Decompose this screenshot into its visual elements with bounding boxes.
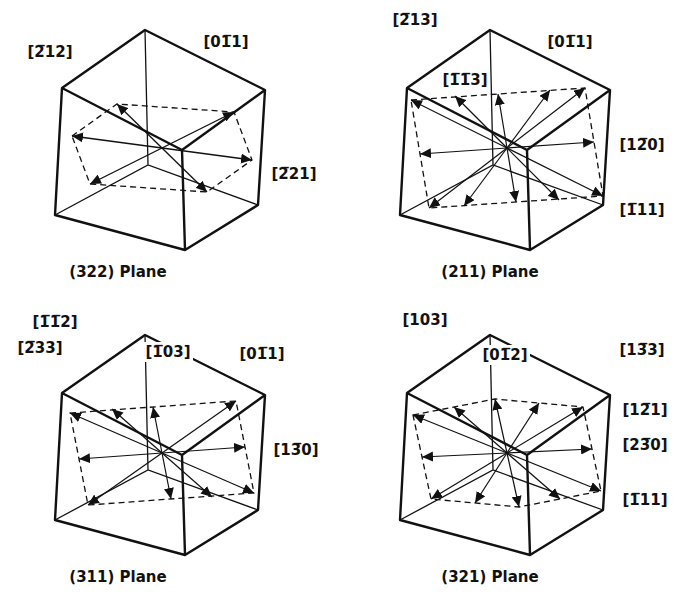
cube-outline <box>400 30 610 250</box>
direction-arrow <box>422 453 507 457</box>
direction-arrow <box>162 453 212 497</box>
direction-label: [13̅3] <box>617 340 666 361</box>
direction-arrow <box>507 148 603 196</box>
direction-arrow <box>72 136 162 148</box>
direction-label: [1̅1̅3] <box>440 70 489 91</box>
direction-label: [12̅1] <box>620 400 669 421</box>
hidden-edges <box>400 30 603 215</box>
direction-label: [01̅2] <box>480 345 529 366</box>
direction-label: [1̅03] <box>143 342 192 363</box>
direction-label: [01̅1] <box>201 32 250 53</box>
cube-outline <box>400 335 610 555</box>
direction-label: [103] <box>400 310 449 331</box>
hidden-edges <box>400 335 603 520</box>
direction-label: [01̅1] <box>237 344 286 365</box>
direction-arrow <box>507 453 560 499</box>
direction-label: [1̅11] <box>617 200 666 221</box>
cube-311 <box>55 335 265 555</box>
direction-arrow <box>413 415 507 453</box>
direction-arrow <box>90 148 162 184</box>
cube-322 <box>55 30 265 250</box>
direction-arrow <box>70 413 162 453</box>
cube-outline <box>55 335 265 555</box>
direction-arrow <box>162 148 207 192</box>
direction-arrows <box>70 401 254 505</box>
hidden-edges <box>55 30 258 215</box>
direction-label: [2̅13] <box>390 10 439 31</box>
plane-section <box>413 399 601 507</box>
direction-label: [13̅0] <box>271 440 320 461</box>
direction-label: [23̅0] <box>620 435 669 456</box>
cube-211 <box>400 30 610 250</box>
direction-label: [1̅1̅2] <box>30 312 79 333</box>
direction-arrow <box>112 409 162 453</box>
direction-arrow <box>507 88 585 148</box>
plane-caption: (311) Plane <box>67 567 168 588</box>
plane-caption: (211) Plane <box>439 262 540 283</box>
plane-section <box>411 88 603 208</box>
direction-arrow <box>162 148 252 160</box>
direction-arrow <box>507 453 601 491</box>
hidden-edges <box>55 335 258 520</box>
direction-arrow <box>162 112 234 148</box>
direction-arrows <box>413 399 601 507</box>
direction-arrow <box>507 407 583 453</box>
direction-label: [2̅12] <box>25 42 74 63</box>
cube-321 <box>400 335 610 555</box>
plane-section <box>70 401 254 505</box>
direction-arrow <box>464 148 507 206</box>
direction-arrow <box>507 90 550 148</box>
direction-arrow <box>454 407 507 453</box>
direction-label: [2̅21] <box>269 164 318 185</box>
cube-outline <box>55 30 265 250</box>
direction-arrow <box>420 148 507 154</box>
direction-arrow <box>455 96 507 148</box>
direction-arrow <box>429 148 507 208</box>
direction-arrow <box>507 148 559 200</box>
plane-caption: (322) Plane <box>67 262 168 283</box>
direction-label: [12̅0] <box>617 135 666 156</box>
direction-arrow <box>475 453 507 503</box>
direction-arrow <box>507 403 539 453</box>
plane-caption: (321) Plane <box>439 567 540 588</box>
direction-arrow <box>431 453 507 499</box>
direction-arrow <box>507 449 592 453</box>
direction-arrow <box>79 453 162 459</box>
direction-arrow <box>162 453 254 493</box>
direction-arrow <box>411 100 507 148</box>
direction-arrow <box>88 453 162 505</box>
direction-label: [2̅33] <box>15 338 64 359</box>
direction-label: [01̅1] <box>545 32 594 53</box>
direction-arrow <box>162 401 236 453</box>
direction-arrow <box>162 447 245 453</box>
plane-section <box>72 104 252 192</box>
direction-arrow <box>507 142 594 148</box>
direction-arrows <box>72 104 252 192</box>
direction-arrow <box>117 104 162 148</box>
direction-label: [1̅11] <box>620 490 669 511</box>
direction-arrows <box>411 88 603 208</box>
